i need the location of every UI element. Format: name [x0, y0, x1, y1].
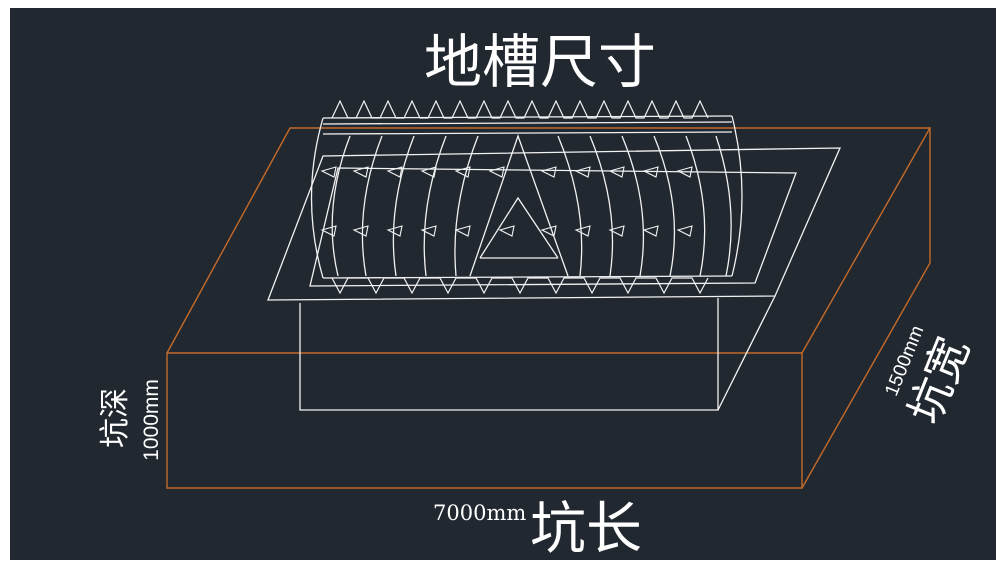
diagram-title: 地槽尺寸: [424, 28, 656, 96]
cad-viewport: 地槽尺寸 坑深 1000mm 1500mm 坑宽 7000mm 坑长: [10, 8, 996, 560]
length-value: 7000mm: [433, 501, 526, 525]
depth-label: 坑深: [98, 388, 133, 448]
drum-picks-lower: [320, 225, 693, 237]
trench-machine: [267, 115, 842, 411]
drum-top-teeth: [331, 99, 709, 119]
depth-value: 1000mm: [140, 379, 163, 461]
length-label: 坑长: [530, 497, 642, 560]
drum-bottom-teeth: [331, 277, 709, 295]
pit-box-outline: [166, 127, 932, 489]
trench-diagram: 地槽尺寸 坑深 1000mm 1500mm 坑宽 7000mm 坑长: [98, 28, 980, 560]
drum-picks-upper: [320, 166, 693, 178]
